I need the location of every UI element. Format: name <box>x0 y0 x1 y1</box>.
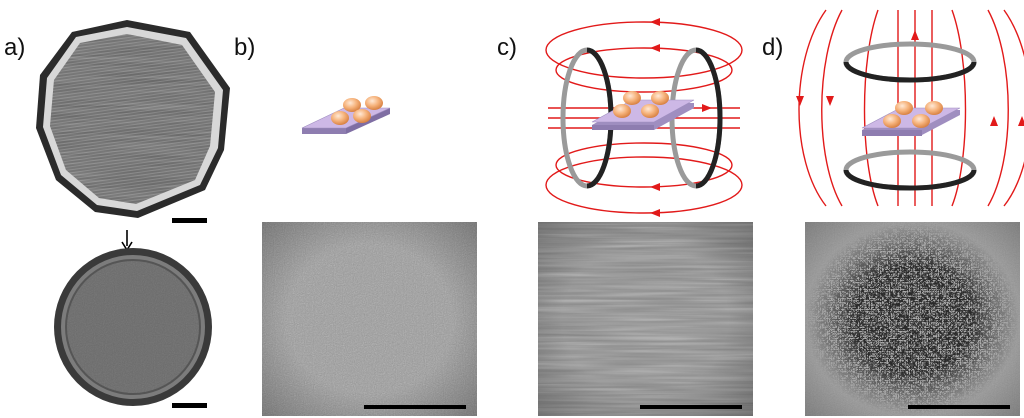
down-arrow-icon <box>121 230 133 252</box>
faceted-particle-image <box>36 20 230 218</box>
micrograph-b <box>262 222 477 416</box>
panel-d <box>796 9 1024 416</box>
scale-bar <box>172 218 207 223</box>
field-arrows-c <box>650 18 712 217</box>
panel-a <box>36 20 230 408</box>
scale-bar <box>908 405 1010 409</box>
panel-label-a: a) <box>4 34 26 61</box>
scale-bar <box>364 405 466 409</box>
substrate-icon <box>301 96 391 134</box>
substrate-icon <box>861 101 961 136</box>
field-arrows-d <box>796 30 1024 126</box>
panel-label-d: d) <box>762 34 784 61</box>
micrograph-c <box>538 222 753 416</box>
spherical-particle-image <box>54 248 212 406</box>
panel-b <box>262 96 477 416</box>
panel-c <box>538 18 753 416</box>
micrograph-d <box>805 222 1020 416</box>
panel-label-b: b) <box>234 34 256 61</box>
scale-bar <box>640 405 742 409</box>
scale-bar <box>172 403 207 408</box>
panel-label-c: c) <box>497 34 517 61</box>
coil-icon <box>843 41 977 191</box>
substrate-icon <box>591 91 695 130</box>
